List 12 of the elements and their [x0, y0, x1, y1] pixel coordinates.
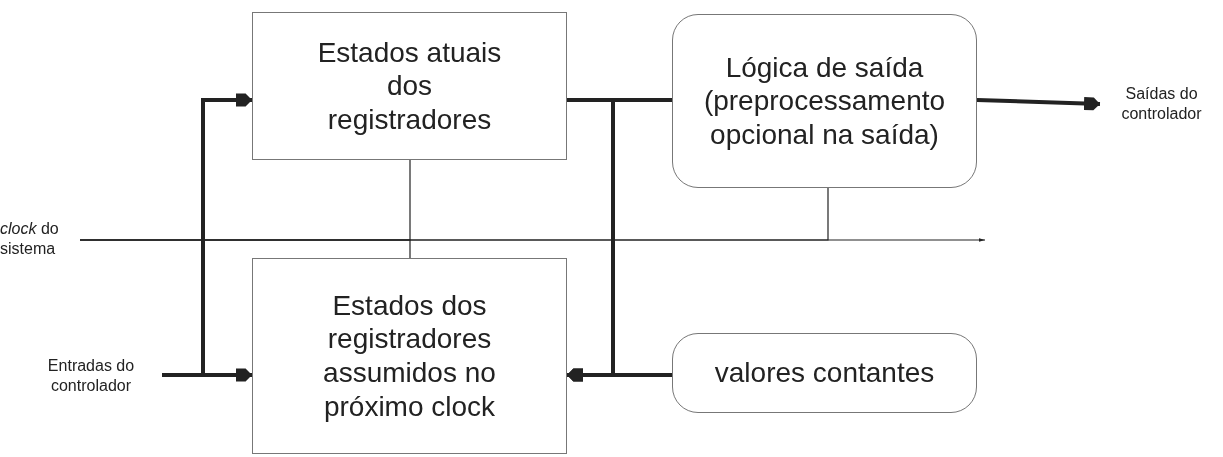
- register-box: [252, 12, 567, 160]
- register-box: [252, 258, 567, 454]
- box-text: valores contantes: [714, 356, 935, 390]
- box-text: Estados atuais dos registradores: [316, 35, 503, 137]
- box-text: Estados dos registradores assumidos no próximo clock: [322, 288, 497, 424]
- box-text: Lógica de saída (preprocessamento opcional na saída): [702, 50, 947, 152]
- signal-label: clock do sistema: [0, 219, 60, 259]
- signal-label: Saídas do controlador: [1120, 84, 1203, 124]
- signal-label: Entradas do controlador: [46, 356, 136, 396]
- rounded-process-box: [672, 14, 977, 188]
- rounded-process-box: [672, 333, 977, 413]
- clock-line: [79, 187, 829, 241]
